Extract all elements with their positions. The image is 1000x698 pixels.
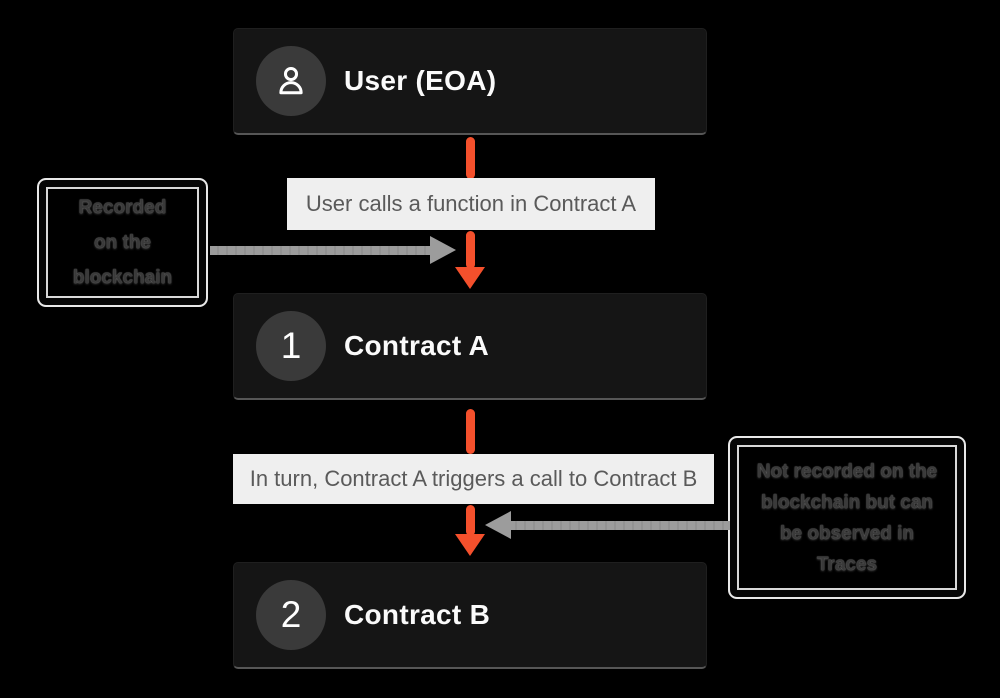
node-user-label: User (EOA) <box>344 65 497 96</box>
annotation-line: blockchain <box>72 267 173 288</box>
edge-label-contract-a-calls-contract-b: In turn, Contract A triggers a call to C… <box>233 454 714 504</box>
gray-arrow-left-head <box>485 511 511 539</box>
node-user-eoa: User (EOA) <box>233 28 707 135</box>
annotation-line: blockchain but can <box>760 491 934 513</box>
gray-arrow-right-shaft <box>210 246 432 255</box>
annotation-line: be observed in <box>779 522 915 544</box>
node-contract-a: 1 Contract A <box>233 293 707 400</box>
annotation-line: Recorded <box>78 197 167 218</box>
arrow-down-shaft-3 <box>466 409 475 454</box>
step-2-badge: 2 <box>256 580 326 650</box>
arrow-down-shaft-1 <box>466 137 475 179</box>
node-contract-b-label: Contract B <box>344 599 491 630</box>
node-contract-a-label: Contract A <box>344 330 490 361</box>
annotation-line: on the <box>94 232 151 253</box>
arrow-down-shaft-2 <box>466 231 475 269</box>
arrow-down-shaft-4 <box>466 505 475 536</box>
edge-label-user-calls-contract-a: User calls a function in Contract A <box>287 178 655 230</box>
annotation-recorded-on-blockchain: Recorded on the blockchain <box>37 178 208 307</box>
annotation-line: Not recorded on the <box>756 460 938 482</box>
node-contract-b: 2 Contract B <box>233 562 707 669</box>
annotation-not-recorded-traces: Not recorded on the blockchain but can b… <box>728 436 966 599</box>
user-icon <box>256 46 326 116</box>
annotation-line: Traces <box>816 553 878 575</box>
step-1-badge: 1 <box>256 311 326 381</box>
gray-arrow-right-head <box>430 236 456 264</box>
arrow-down-head-1 <box>455 267 485 289</box>
gray-arrow-left-shaft <box>508 521 730 530</box>
arrow-down-head-2 <box>455 534 485 556</box>
